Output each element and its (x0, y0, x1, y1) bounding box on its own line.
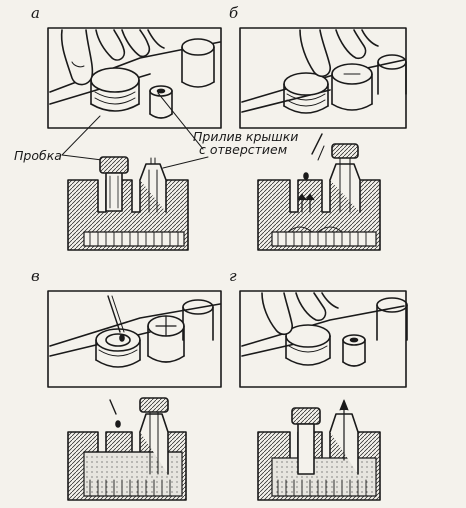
panel-v-view (47, 290, 222, 388)
panel-label-b: б (229, 4, 239, 22)
panel-label-a: а (31, 4, 40, 22)
panel-g-section (257, 399, 381, 501)
panel-label-g: г (229, 267, 237, 285)
panel-label-v: в (31, 267, 40, 285)
panel-b-section (257, 133, 381, 251)
label-lid-boss-line2: с отверстием (199, 142, 288, 157)
panel-a-view (47, 27, 222, 129)
panel-v-section (67, 397, 187, 501)
label-plug: Пробка (14, 148, 62, 163)
panel-a-section (67, 156, 189, 251)
panel-b-view (239, 27, 407, 129)
label-lid-boss-line1: Прилив крышки (193, 129, 299, 144)
panel-g-view (239, 290, 408, 388)
